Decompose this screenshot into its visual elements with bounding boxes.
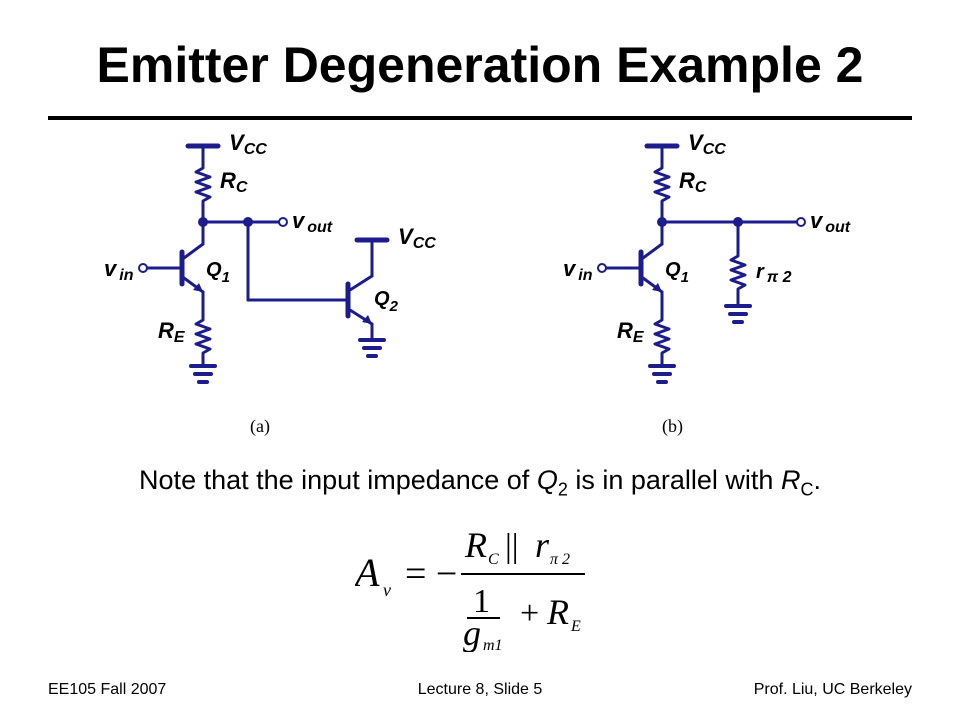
rc-resistor-b <box>653 160 671 224</box>
label-re-b: RE <box>617 318 645 346</box>
re-resistor-b <box>653 314 671 368</box>
footer-slide-number: Lecture 8, Slide 5 <box>417 681 543 698</box>
label-q2-a: Q2 <box>374 288 399 315</box>
label-vcc2-a: VCC <box>398 224 436 252</box>
rc-resistor-a <box>194 160 212 224</box>
formula-equals: = − <box>405 553 457 595</box>
impedance-note: Note that the input impedance of Q2 is i… <box>139 465 821 500</box>
formula-num-r-sub: C <box>488 551 499 568</box>
formula-plus: + <box>520 595 539 632</box>
label-rc-b: RC <box>679 168 707 196</box>
circuit-a <box>145 143 390 384</box>
label-vcc1-a: VCC <box>229 130 267 158</box>
title-underline <box>48 116 912 120</box>
footer-course: EE105 Fall 2007 <box>48 681 167 698</box>
label-vcc-b: VCC <box>688 130 726 158</box>
re-resistor-a <box>194 314 212 368</box>
caption-a: (a) <box>250 416 270 437</box>
formula-den-g-sub: m1 <box>483 637 503 652</box>
formula-num-rpi-sub: π 2 <box>550 551 570 568</box>
rpi2-resistor-b <box>729 250 747 308</box>
footer-author: Prof. Liu, UC Berkeley <box>753 681 912 698</box>
label-q1-a: Q1 <box>206 259 230 286</box>
formula-lhs: A <box>355 550 380 595</box>
formula-den-g: g <box>463 613 481 652</box>
formula-num-rpi: r <box>535 525 550 565</box>
label-q1-b: Q1 <box>665 259 689 286</box>
formula-den-one: 1 <box>473 583 490 620</box>
formula-lhs-sub: v <box>383 580 391 600</box>
formula-den-r: R <box>546 592 569 632</box>
gain-formula: A v = − R C || r π 2 1 g m1 + R E <box>355 525 585 652</box>
formula-num-r: R <box>464 525 487 565</box>
formula-parallel: || <box>505 528 519 565</box>
formula-den-r-sub: E <box>570 618 581 635</box>
label-rc-a: RC <box>220 168 248 196</box>
caption-b: (b) <box>662 416 683 437</box>
slide-title: Emitter Degeneration Example 2 <box>96 37 864 93</box>
label-re-a: RE <box>158 318 186 346</box>
